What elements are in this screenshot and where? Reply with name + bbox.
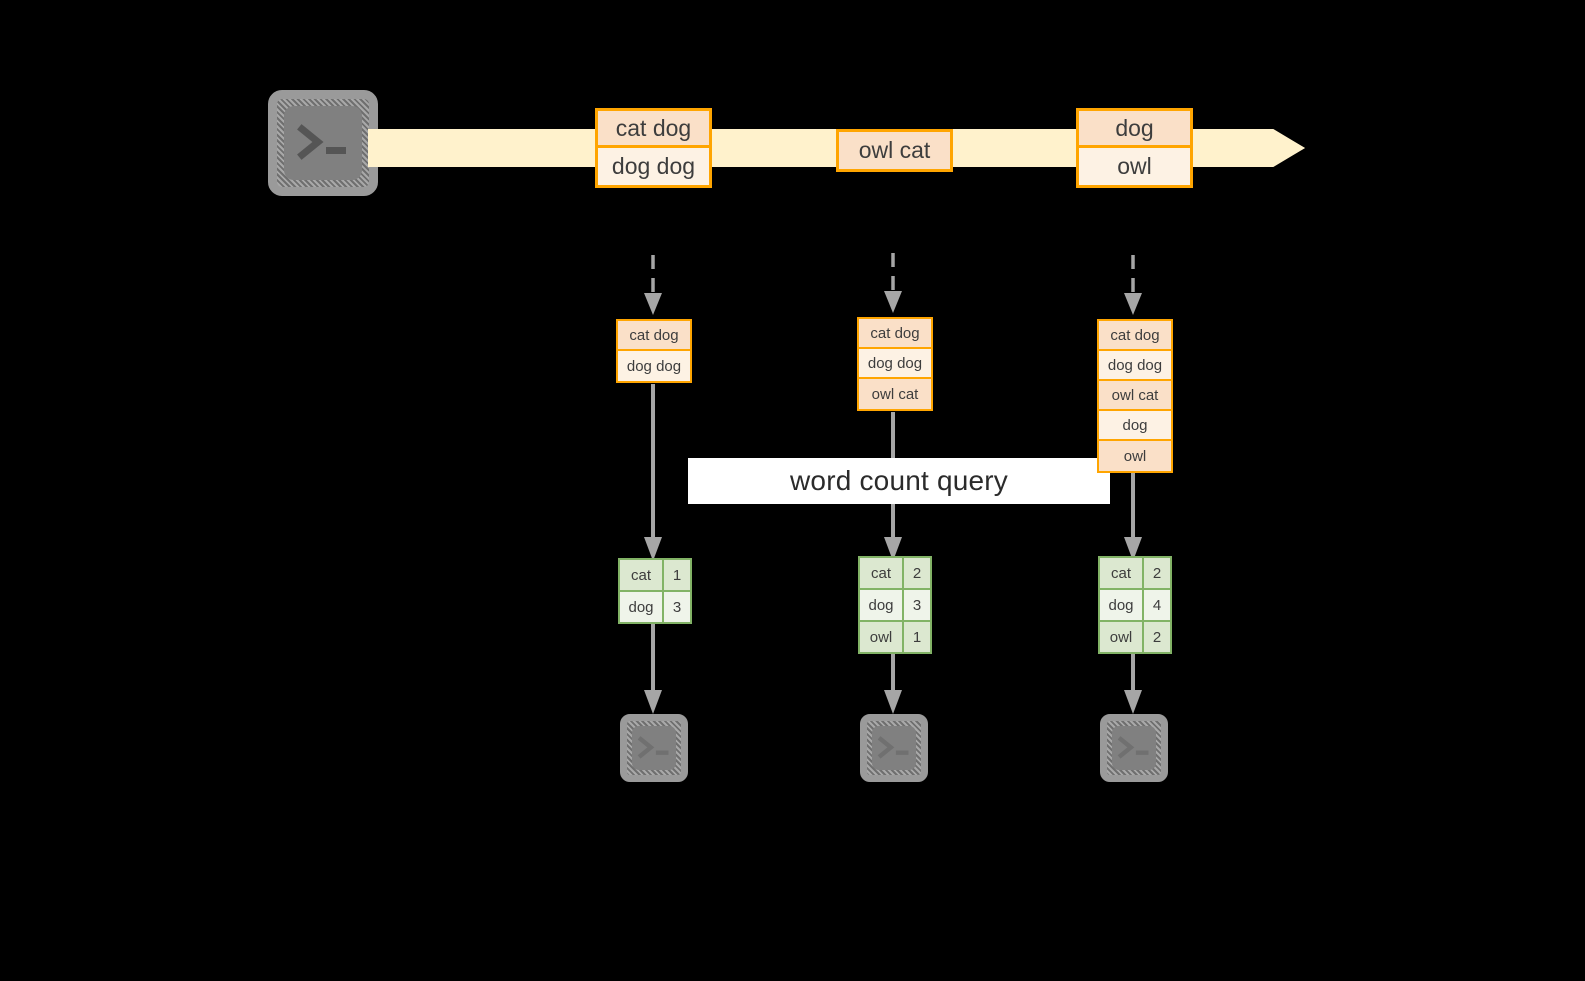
input-line: cat dog [1099,321,1171,351]
input-line: owl cat [1099,381,1171,411]
result-count: 3 [904,590,930,620]
stream-tap-connector-1 [643,255,663,317]
query-connector-1 [644,384,662,562]
input-line: dog dog [859,349,931,379]
record-line: owl cat [839,132,950,169]
stream-tap-connector-2 [883,253,903,315]
table-row: owl 1 [860,622,930,652]
terminal-screen [1112,726,1156,770]
table-row: cat 1 [620,560,690,592]
result-word: owl [1100,622,1144,652]
table-row: cat 2 [1100,558,1170,590]
input-line: owl [1099,441,1171,471]
snapshot-3-input-table: cat dog dog dog owl cat dog owl [1097,319,1173,473]
table-row: dog 3 [620,592,690,622]
source-terminal-icon [268,90,378,196]
stream-record-2: owl cat [836,129,953,172]
result-word: dog [620,592,664,622]
record-line: dog [1079,111,1190,148]
snapshot-2-sink-terminal-icon [860,714,928,782]
stream-record-1: cat dog dog dog [595,108,712,188]
result-count: 1 [904,622,930,652]
sink-connector-1 [644,623,662,715]
record-line: cat dog [598,111,709,148]
snapshot-1-result-table: cat 1 dog 3 [618,558,692,624]
result-word: cat [860,558,904,588]
input-line: cat dog [859,319,931,349]
result-count: 1 [664,560,690,590]
result-word: dog [860,590,904,620]
stream-record-3: dog owl [1076,108,1193,188]
input-line: dog dog [618,351,690,381]
snapshot-3-sink-terminal-icon [1100,714,1168,782]
terminal-prompt-glyph [637,736,669,759]
snapshot-1-input-table: cat dog dog dog [616,319,692,383]
result-word: dog [1100,590,1144,620]
terminal-prompt-glyph [877,736,909,759]
input-line: dog [1099,411,1171,441]
stream-tap-connector-3 [1123,255,1143,317]
result-word: cat [620,560,664,590]
terminal-prompt-glyph [1117,736,1149,759]
result-count: 3 [664,592,690,622]
terminal-screen [284,106,362,180]
query-label-text: word count query [790,465,1008,496]
result-count: 2 [904,558,930,588]
table-row: cat 2 [860,558,930,590]
result-word: cat [1100,558,1144,588]
snapshot-2-result-table: cat 2 dog 3 owl 1 [858,556,932,654]
table-row: dog 3 [860,590,930,622]
snapshot-3-result-table: cat 2 dog 4 owl 2 [1098,556,1172,654]
snapshot-2-input-table: cat dog dog dog owl cat [857,317,933,411]
table-row: owl 2 [1100,622,1170,652]
record-line: owl [1079,148,1190,185]
record-line: dog dog [598,148,709,185]
table-row: dog 4 [1100,590,1170,622]
terminal-screen [632,726,676,770]
sink-connector-3 [1124,652,1142,715]
terminal-screen [872,726,916,770]
snapshot-1-sink-terminal-icon [620,714,688,782]
input-line: dog dog [1099,351,1171,381]
query-label-band: word count query [688,458,1110,504]
query-connector-3 [1124,472,1142,562]
input-line: owl cat [859,379,931,409]
sink-connector-2 [884,652,902,715]
result-count: 4 [1144,590,1170,620]
result-word: owl [860,622,904,652]
result-count: 2 [1144,558,1170,588]
result-count: 2 [1144,622,1170,652]
input-line: cat dog [618,321,690,351]
terminal-prompt-glyph [297,124,346,160]
